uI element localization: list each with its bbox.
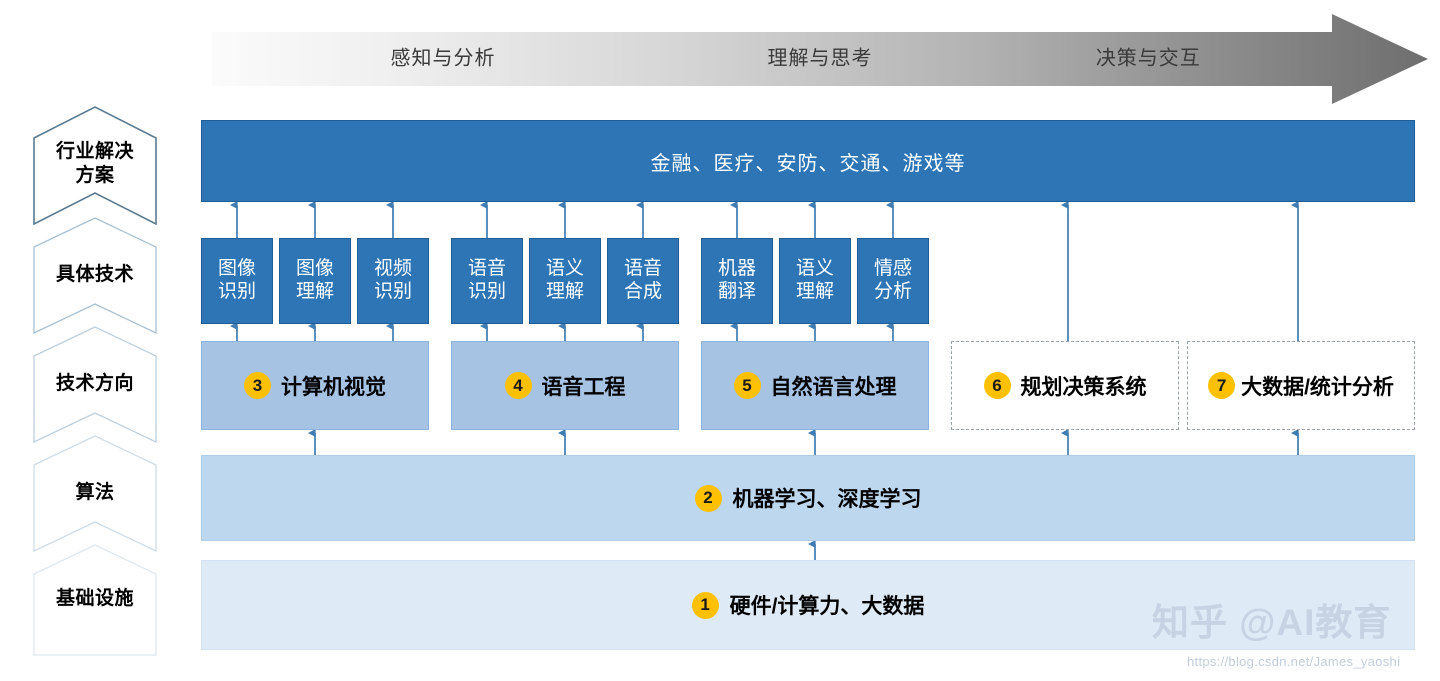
infrastructure-label: 硬件/计算力、大数据	[729, 595, 925, 618]
tech-box-sentiment-analysis[interactable]: 情感分析	[857, 238, 929, 324]
rail-label-algorithm: 算法	[75, 481, 115, 503]
capability-flow-arrow: 感知与分析 理解与思考 决策与交互	[212, 14, 1428, 104]
tech-box-label: 语音识别	[467, 258, 506, 302]
infrastructure-number-badge: 1	[691, 591, 719, 619]
direction-number-badge: 4	[504, 372, 532, 399]
tech-box-label: 机器翻译	[717, 258, 756, 302]
algorithm-label: 机器学习、深度学习	[732, 488, 922, 511]
flow-stage-label-0: 感知与分析	[390, 47, 496, 70]
chevron-shape	[33, 217, 157, 334]
zhihu-watermark: 知乎 @AI教育	[1152, 602, 1392, 643]
tech-box-image-recognition[interactable]: 图像识别	[201, 238, 273, 324]
direction-box-nlp[interactable]: 5 自然语言处理	[701, 341, 929, 430]
direction-label: 计算机视觉	[281, 375, 386, 399]
rail-label-specific-tech: 具体技术	[55, 263, 134, 285]
flow-arrow-shape	[212, 14, 1428, 104]
tech-box-machine-translation[interactable]: 机器翻译	[701, 238, 773, 324]
direction-number-badge: 5	[733, 372, 761, 399]
flow-stage-label-1: 理解与思考	[767, 47, 873, 70]
rail-label-line-1: 行业解决	[55, 140, 134, 162]
industry-solution-bar[interactable]: 金融、医疗、安防、交通、游戏等	[201, 120, 1415, 202]
layer-rail: 行业解决 方案 具体技术 技术方向 算法 基础设施	[33, 103, 157, 656]
tech-box-image-understanding[interactable]: 图像理解	[279, 238, 351, 324]
direction-number-badge: 7	[1208, 372, 1236, 399]
algorithm-row[interactable]: 2 机器学习、深度学习	[201, 455, 1415, 541]
direction-label: 规划决策系统	[1020, 375, 1147, 399]
rail-segment-algorithm: 算法	[33, 434, 157, 552]
source-url-watermark: https://blog.csdn.net/James_yaoshi	[1187, 654, 1401, 669]
chevron-shape	[33, 326, 157, 443]
direction-number-badge: 3	[244, 372, 271, 399]
tech-box-label: 语义理解	[545, 258, 584, 302]
tech-box-label: 图像理解	[295, 258, 334, 302]
chevron-shape	[33, 544, 157, 656]
chevron-shape	[33, 435, 157, 552]
arrows-algorithm-to-direction	[308, 428, 1299, 455]
flow-stage-labels: 感知与分析 理解与思考 决策与交互	[212, 14, 1428, 104]
rail-segment-specific-tech: 具体技术	[33, 216, 157, 334]
algorithm-number-badge: 2	[694, 484, 722, 512]
rail-label-tech-direction: 技术方向	[55, 372, 134, 394]
rail-label-infrastructure: 基础设施	[55, 588, 134, 610]
direction-label: 语音工程	[541, 375, 626, 399]
flow-stage-label-2: 决策与交互	[1095, 47, 1201, 70]
tech-box-label: 语义理解	[795, 258, 834, 302]
infrastructure-row[interactable]: 1 硬件/计算力、大数据	[201, 560, 1415, 650]
chevron-shape	[33, 106, 157, 225]
tech-box-speech-synthesis[interactable]: 语音合成	[607, 238, 679, 324]
direction-box-bigdata-statistics[interactable]: 7 大数据/统计分析	[1187, 341, 1415, 430]
arrows-planning-bigdata-to-industry	[1061, 200, 1299, 341]
direction-box-computer-vision[interactable]: 3 计算机视觉	[201, 341, 429, 430]
direction-label: 自然语言处理	[770, 375, 897, 399]
direction-box-planning-decision-system[interactable]: 6 规划决策系统	[951, 341, 1179, 430]
arrows-direction-to-tech	[230, 321, 894, 341]
direction-label: 大数据/统计分析	[1241, 375, 1394, 399]
tech-box-semantic-understanding-speech[interactable]: 语义理解	[529, 238, 601, 324]
rail-segment-tech-direction: 技术方向	[33, 325, 157, 443]
tech-box-video-recognition[interactable]: 视频识别	[357, 238, 429, 324]
tech-box-speech-recognition[interactable]: 语音识别	[451, 238, 523, 324]
rail-label-industry-solution: 行业解决 方案	[56, 140, 134, 189]
tech-box-semantic-understanding-nlp[interactable]: 语义理解	[779, 238, 851, 324]
arrows-tech-to-industry	[230, 200, 894, 238]
tech-box-label: 情感分析	[873, 258, 912, 302]
rail-label-line-2: 方案	[75, 165, 115, 186]
direction-box-speech-engineering[interactable]: 4 语音工程	[451, 341, 679, 430]
rail-segment-industry-solution: 行业解决 方案	[33, 103, 157, 225]
industry-solution-text: 金融、医疗、安防、交通、游戏等	[650, 152, 966, 175]
rail-segment-infrastructure: 基础设施	[33, 543, 157, 656]
tech-box-label: 图像识别	[217, 258, 256, 302]
tech-box-label: 视频识别	[373, 258, 412, 302]
tech-box-label: 语音合成	[623, 258, 662, 302]
direction-number-badge: 6	[983, 372, 1011, 399]
